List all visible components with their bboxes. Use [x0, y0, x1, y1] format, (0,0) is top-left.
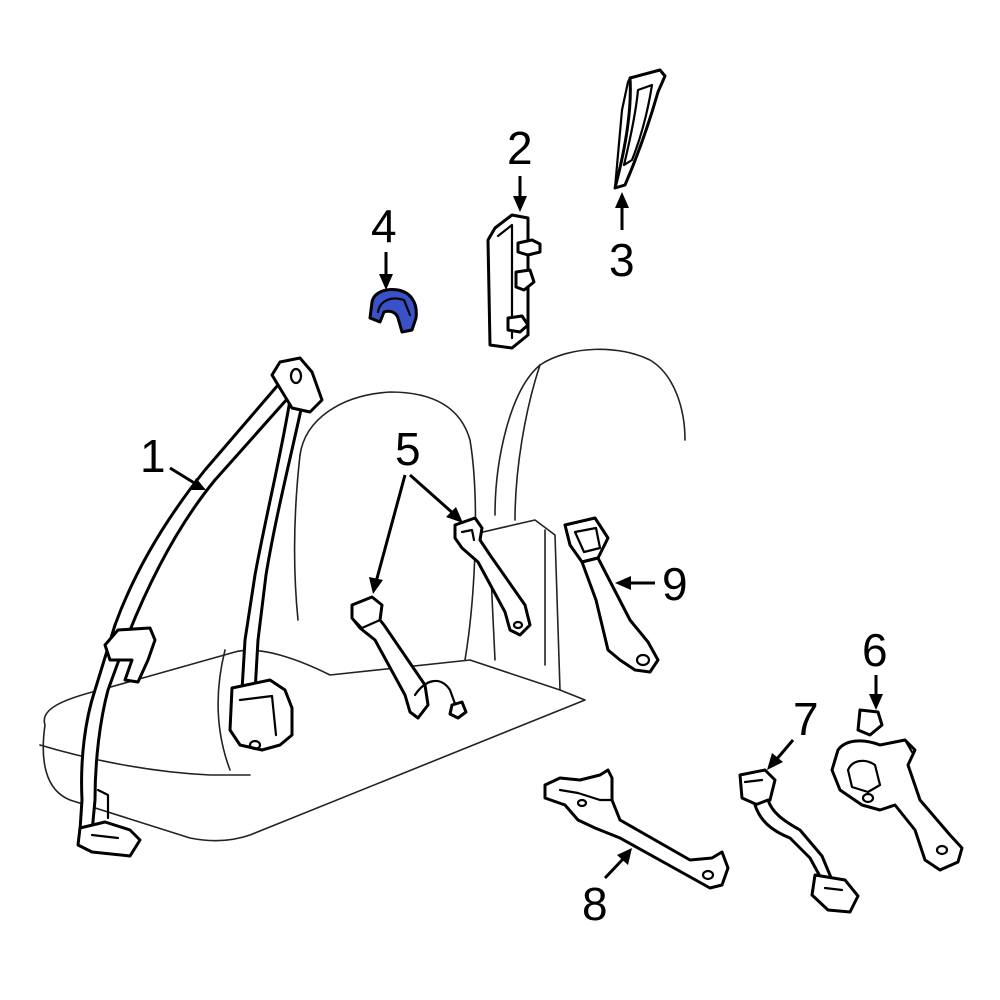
callout-2: 2 — [507, 122, 533, 174]
part-6-retractor-bracket — [830, 708, 964, 872]
callout-3: 3 — [609, 234, 635, 286]
callout-labels: 1 2 3 4 5 6 7 8 9 — [140, 122, 888, 930]
part-8-anchor-bar — [543, 768, 730, 890]
callout-5: 5 — [395, 423, 421, 475]
callout-9: 9 — [662, 558, 688, 610]
callout-6: 6 — [862, 624, 888, 676]
part-1-seat-belt-assembly — [76, 356, 324, 858]
leader-lines — [169, 176, 883, 880]
callout-1: 1 — [140, 430, 166, 482]
part-7-buckle-strap — [738, 768, 860, 914]
callout-7: 7 — [793, 693, 819, 745]
seat-outline — [39, 348, 686, 842]
part-2-height-adjuster — [486, 213, 542, 350]
callout-4: 4 — [371, 200, 397, 252]
part-4-belt-guide — [368, 288, 418, 334]
part-3-trim-cover — [613, 68, 667, 190]
part-5-buckle-left — [350, 595, 468, 720]
callout-8: 8 — [582, 878, 608, 930]
part-5-buckle-right — [453, 516, 532, 637]
part-9-buckle — [563, 516, 660, 674]
